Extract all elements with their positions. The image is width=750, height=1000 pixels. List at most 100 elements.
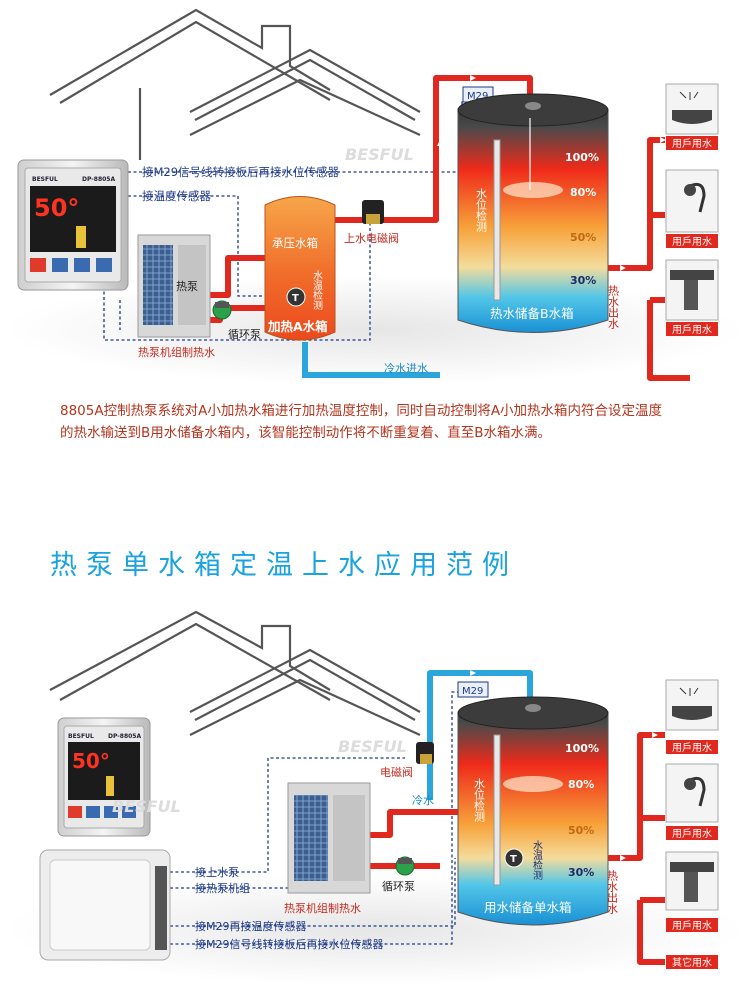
- single-tank: 水位检测 T 水温检测 用水储备单水箱: [457, 696, 609, 926]
- user-label-b4: 其它用水: [672, 956, 712, 969]
- description-caption: 8805A控制热泵系统对A小加热水箱进行加热温度控制，同时自动控制将A小加热水箱…: [60, 400, 700, 444]
- m29-tag-bottom: [457, 681, 489, 698]
- caption-line-1: 8805A控制热泵系统对A小加热水箱进行加热温度控制，同时自动控制将A小加热水箱…: [60, 403, 663, 419]
- terminal-label-3: 接M29再接温度传感器: [195, 919, 307, 933]
- cold-pipes-bottom: [427, 670, 533, 800]
- floor-shadow: [5, 275, 745, 385]
- section-title: 热泵单水箱定温上水应用范例: [50, 550, 518, 581]
- svg-text:T: T: [510, 854, 517, 865]
- temp-sensor-icon: [286, 287, 306, 307]
- controller-set-button: [30, 258, 46, 272]
- level-probe: [493, 139, 501, 301]
- circ-pump-label: 循环泵: [228, 328, 261, 341]
- heat-pump-top: 热泵: [137, 234, 211, 338]
- level-30: 30%: [570, 274, 596, 287]
- heat-pump-label: 热泵: [176, 280, 198, 293]
- water-splash-bottom: [503, 776, 563, 792]
- user-label-box-3: [666, 322, 718, 336]
- level-50-bottom: 50%: [568, 824, 594, 837]
- user-label-3: 用戶用水: [672, 324, 712, 336]
- fixture-basin: [665, 259, 719, 321]
- solenoid-valve-top: [362, 200, 384, 224]
- tank-b-bottom-label: 热水储备B水箱: [490, 306, 574, 321]
- tank-b: 水位检测 热水储备B水箱: [457, 93, 609, 333]
- sensor-label-1: 接M29信号线转接板后再接水位传感器: [142, 165, 340, 179]
- fixture-bathtub: [665, 83, 719, 135]
- user-label-box-b2: [666, 826, 718, 840]
- brand-watermark-bottom-2: BESFUL: [338, 737, 407, 756]
- circ-pump-bottom: [395, 856, 415, 876]
- user-label-2: 用戶用水: [672, 236, 712, 248]
- controller-display: [30, 186, 116, 252]
- fixture-bathtub-bottom: [665, 679, 719, 731]
- controller-brand-bottom: BESFUL: [68, 733, 94, 740]
- bottom-diagram: BESFUL DP-8805A 50° BESFUL 接上水泵 接热泵机组 接M…: [5, 610, 745, 985]
- circ-pump-top: [212, 300, 232, 320]
- controller-up-button: [52, 258, 68, 272]
- fixture-basin-bottom: [665, 851, 719, 911]
- heat-pump-bottom: [287, 782, 371, 894]
- brand-watermark-bottom-1: BESFUL: [112, 797, 181, 816]
- tank-temp-label-bottom: 水温检测: [531, 840, 543, 881]
- valve-bottom: [416, 742, 434, 764]
- level-100: 100%: [565, 151, 599, 164]
- valve-label: 电磁阀: [380, 765, 413, 779]
- user-label-box-b3: [666, 918, 718, 932]
- level-100-bottom: 100%: [565, 742, 599, 755]
- tank-level-label-bottom: 水位检测: [473, 778, 486, 823]
- controller-model-bottom: DP-8805A: [108, 733, 141, 740]
- heat-pump-caption-bottom: 热泵机组制热水: [284, 901, 361, 915]
- level-80: 80%: [570, 186, 596, 199]
- level-30-bottom: 30%: [568, 866, 594, 879]
- house-outline-bottom: [49, 610, 421, 736]
- tank-a-bottom-label: 加热A水箱: [267, 319, 328, 334]
- water-splash: [503, 182, 563, 198]
- circ-pump-label-bottom: 循环泵: [382, 880, 415, 893]
- tank-a: 承压水箱 水温检测 T 加热A水箱: [264, 196, 336, 341]
- svg-text:T: T: [292, 293, 299, 304]
- pipe-arrows-bottom: [470, 670, 658, 861]
- controller-down-button: [74, 258, 90, 272]
- hot-out-label-bottom: 热水出水: [606, 870, 619, 914]
- level-probe-bottom: [493, 734, 501, 886]
- tank-a-temp-label: 水温检测: [311, 270, 323, 311]
- controller-reading-bottom: 50°: [72, 749, 110, 773]
- top-diagram: 接M29信号线转接板后再接水位传感器 接温度传感器 BESFUL DP-8805…: [5, 8, 745, 385]
- fixture-shower: [665, 169, 719, 233]
- user-label-box-b4: [666, 955, 718, 969]
- tank-b-levels: 100% 80% 50% 30%: [565, 151, 599, 287]
- house-outline: [49, 8, 421, 160]
- user-label-box-b1: [666, 740, 718, 754]
- cold-label-bottom: 冷水: [412, 794, 434, 807]
- m29-label-bottom: M29: [462, 686, 483, 697]
- terminal-label-2: 接热泵机组: [195, 881, 250, 895]
- m29-label-top: M29: [467, 91, 488, 102]
- user-label-b2: 用戶用水: [672, 828, 712, 840]
- controller-bottom: BESFUL DP-8805A 50°: [57, 717, 151, 837]
- controller-model: DP-8805A: [82, 176, 115, 183]
- single-tank-levels: 100% 80% 50% 30%: [565, 742, 599, 879]
- terminal-label-1: 接上水泵: [195, 866, 239, 879]
- level-50: 50%: [570, 231, 596, 244]
- sensor-label-2: 接温度传感器: [142, 189, 211, 203]
- controller-display-bottom: [68, 742, 140, 800]
- tank-bottom-label: 用水储备单水箱: [484, 900, 572, 915]
- temp-sensor-icon-bottom: [504, 848, 524, 868]
- user-label-box-1: [666, 136, 718, 150]
- tank-a-top-label: 承压水箱: [272, 236, 318, 250]
- sensor-wires-bottom: [170, 691, 462, 945]
- controller-top: BESFUL DP-8805A 50°: [17, 159, 129, 291]
- cold-pipe: [302, 342, 440, 378]
- user-label-b3: 用戶用水: [672, 920, 712, 932]
- hot-out-label: 热水出水: [607, 285, 620, 329]
- terminal-label-4: 接M29信号线转接板后再接水位传感器: [195, 937, 384, 951]
- solenoid-label: 上水电磁阀: [344, 231, 399, 245]
- level-80-bottom: 80%: [568, 778, 594, 791]
- terminal-box: [39, 849, 171, 961]
- user-label-1: 用戶用水: [672, 138, 712, 150]
- tank-b-level-label: 水位检测: [475, 188, 488, 233]
- fixture-shower-bottom: [665, 763, 719, 823]
- user-label-box-2: [666, 234, 718, 248]
- controller-menu-button: [96, 258, 112, 272]
